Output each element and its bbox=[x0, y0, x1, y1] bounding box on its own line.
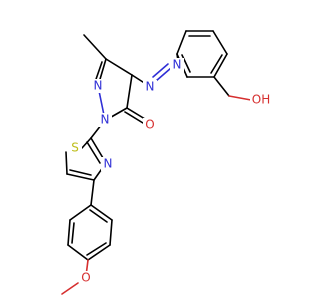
atom-n-pyrazole-2: N bbox=[94, 79, 103, 93]
aryl-bond-6-double bbox=[181, 54, 191, 73]
pyrazole-bond-c3-c4 bbox=[105, 58, 133, 76]
atom-s-thiazole: S bbox=[71, 141, 79, 155]
methoxyphenyl-bond-3 bbox=[67, 244, 89, 261]
atom-bg-methoxy bbox=[79, 271, 93, 285]
atom-n-azo-right: N bbox=[173, 58, 182, 72]
carbonyl-bond-double bbox=[124, 111, 144, 124]
pyrazole-bond-c4-c5 bbox=[126, 74, 133, 109]
atom-bg-thiazole-s bbox=[68, 141, 82, 155]
hydroxymethyl-bond-o bbox=[228, 95, 252, 101]
methoxyphenyl-bond-6 bbox=[90, 204, 113, 221]
carbonyl-bond bbox=[126, 107, 146, 120]
atom-bg-carbonyl bbox=[143, 118, 157, 132]
atom-n-thiazole: N bbox=[104, 157, 113, 171]
methoxyphenyl-bond-2-double bbox=[71, 222, 75, 244]
aryl-bond-4-double bbox=[210, 54, 223, 74]
atom-labels: N N N N O OH S N O bbox=[68, 58, 272, 285]
aryl-bond-1 bbox=[176, 30, 187, 55]
methoxyphenyl-bond-2 bbox=[67, 219, 71, 246]
atom-bg-thiazole-n bbox=[101, 157, 115, 171]
methoxyphenyl-bond-4 bbox=[87, 244, 111, 261]
atom-n-azo-left: N bbox=[146, 80, 155, 94]
atom-oh-hydroxyl: OH bbox=[252, 93, 270, 107]
atom-o-carbonyl: O bbox=[145, 118, 154, 132]
thiazole-aryl-link bbox=[90, 179, 95, 206]
methoxyphenyl-bond-5 bbox=[109, 219, 113, 246]
thiazole-bond-c5-s bbox=[65, 151, 68, 175]
aryl-bond-3 bbox=[212, 30, 228, 55]
atom-bg-azo-right bbox=[170, 58, 184, 72]
chemical-structure-diagram: N N N N O OH S N O bbox=[0, 0, 300, 300]
bonds bbox=[61, 30, 252, 295]
azo-bond-n-n bbox=[155, 67, 172, 82]
atom-n-pyrazole-1: N bbox=[101, 113, 110, 127]
aryl-bond-4 bbox=[213, 53, 228, 78]
atom-bg-n2 bbox=[91, 79, 105, 93]
thiazole-bond-c4-c5-double bbox=[69, 169, 92, 176]
thiazole-bond-c2-s bbox=[81, 137, 92, 149]
hydroxymethyl-bond-c bbox=[213, 76, 230, 97]
atom-o-methoxy: O bbox=[81, 271, 90, 285]
methoxyphenyl-bond-4-double bbox=[86, 242, 107, 256]
methoxyphenyl-bond-6-double bbox=[89, 209, 108, 223]
thiazole-bond-c4-c5 bbox=[66, 173, 95, 181]
canvas-background bbox=[0, 0, 300, 300]
methyl-bond bbox=[83, 34, 107, 60]
atom-bg-n1 bbox=[98, 113, 112, 127]
atom-bg-hydroxyl bbox=[250, 93, 272, 107]
methoxy-bond-ch3 bbox=[61, 282, 79, 295]
atom-bg-azo-left bbox=[143, 80, 157, 94]
azo-bond-n-n-double bbox=[152, 63, 169, 78]
thiazole-bond-c2-n-double bbox=[86, 141, 101, 164]
methoxyphenyl-bond-1 bbox=[69, 204, 92, 221]
